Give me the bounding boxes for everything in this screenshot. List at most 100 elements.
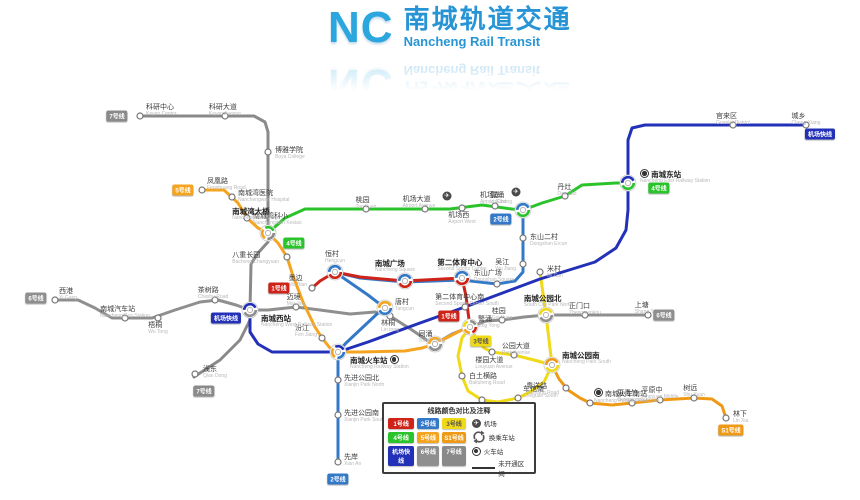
legend-badge: 4号线 — [388, 432, 415, 443]
legend-badge: 1号线 — [388, 418, 415, 429]
transfer-hub-center — [625, 180, 631, 186]
station-dot — [498, 316, 506, 324]
station-dot — [519, 234, 527, 242]
transfer-hub-arc — [242, 302, 258, 318]
transfer-hub-arc — [515, 202, 531, 218]
station-dot — [318, 334, 326, 342]
header-titles: 南城轨道交通 Nancheng Rail Transit — [403, 4, 572, 49]
transfer-hub-arc — [260, 225, 276, 241]
transfer-hub-arc — [620, 175, 636, 191]
transfer-hub-center — [432, 341, 438, 347]
page-title-zh-reflection: 南城轨道交通 — [403, 78, 572, 108]
station-dot — [121, 314, 129, 322]
transfer-hub-arc — [330, 344, 346, 360]
transfer-hub-arc — [427, 336, 443, 352]
page-title-zh: 南城轨道交通 — [403, 4, 572, 34]
transfer-hub-center — [265, 230, 271, 236]
legend-symbol-label: 机场 — [483, 421, 497, 428]
closed-section-line-icon — [471, 467, 496, 469]
transfer-hub-arc — [397, 273, 413, 289]
transfer-hub-center — [335, 349, 341, 355]
station-dot — [493, 280, 501, 288]
legend-symbol-row: 换乘车站 — [472, 430, 530, 444]
station-dot — [514, 394, 522, 402]
transfer-hub-center — [520, 207, 526, 213]
station-dot — [581, 311, 589, 319]
transfer-hub-arc — [538, 307, 554, 323]
transfer-hub-arc — [538, 307, 554, 323]
line-path-lineS1 — [550, 363, 728, 420]
legend-symbol-label: 换乘车站 — [488, 435, 515, 442]
station-dot — [243, 214, 251, 222]
legend-badge: S1号线 — [442, 432, 466, 443]
station-dot — [211, 296, 219, 304]
legend-badge: 机场快线 — [388, 446, 415, 466]
transfer-hub-arc — [544, 357, 560, 373]
transfer-hub-arc — [454, 270, 470, 286]
transfer-hub-center — [467, 324, 473, 330]
station-dot — [690, 394, 698, 402]
line-path-line6 — [53, 298, 650, 346]
station-dot — [154, 314, 162, 322]
legend-symbol-label: 未开通区间 — [498, 461, 525, 478]
station-dot — [458, 372, 466, 380]
station-dot — [722, 414, 730, 422]
station-dot — [519, 260, 527, 268]
station-dot — [191, 370, 199, 378]
legend-badge: 3号线 — [442, 418, 466, 429]
transfer-hub-center — [402, 278, 408, 284]
transfer-hub-arc — [330, 344, 346, 360]
station-dot — [802, 121, 810, 129]
legend-badge: 6号线 — [417, 446, 440, 466]
station-dot — [562, 384, 570, 392]
transfer-hub-arc — [377, 300, 393, 316]
transfer-hub-center — [332, 269, 338, 275]
station-dot — [136, 112, 144, 120]
station-dot — [644, 311, 652, 319]
header-reflection: NC 南城轨道交通 Nancheng Rail Transit — [328, 60, 572, 109]
transfer-hub-arc — [515, 202, 531, 218]
header-titles-reflection: 南城轨道交通 Nancheng Rail Transit — [403, 62, 572, 108]
legend-badge: 2号线 — [417, 418, 440, 429]
transfer-hub-center — [382, 305, 388, 311]
station-dot — [51, 296, 59, 304]
legend-symbols: ✈机场换乘车站火车站未开通区间 — [471, 418, 530, 478]
station-dot — [198, 186, 206, 194]
station-dot — [510, 351, 518, 359]
brand-logo: NC — [328, 3, 394, 52]
transfer-hub-arc — [397, 273, 413, 289]
line-path-line4 — [266, 181, 630, 235]
transfer-hub-arc — [242, 302, 258, 318]
station-dot — [536, 268, 544, 276]
transfer-hub-arc — [620, 175, 636, 191]
transfer-hub-arc — [327, 264, 343, 280]
station-dot — [228, 193, 236, 201]
station-dot — [729, 121, 737, 129]
page-title-en-reflection: Nancheng Rail Transit — [403, 62, 541, 78]
legend-title: 线路颜色对比及注释 — [427, 408, 491, 415]
station-dot — [586, 399, 594, 407]
airport-icon: ✈ — [471, 418, 481, 428]
station-dot — [308, 284, 316, 292]
header: NC 南城轨道交通 Nancheng Rail Transit NC 南城轨道交… — [328, 3, 628, 116]
transfer-hub-arc — [260, 225, 276, 241]
station-dot — [458, 204, 466, 212]
station-dot — [461, 303, 469, 311]
legend-badge: 5号线 — [417, 432, 440, 443]
legend-symbol-row: 未开通区间 — [471, 458, 530, 478]
transfer-station-icon — [473, 430, 485, 444]
station-dot — [488, 348, 496, 356]
transfer-hub-arc — [544, 357, 560, 373]
station-dot — [491, 202, 499, 210]
transfer-hub-arc — [462, 319, 478, 335]
transfer-hub-center — [543, 312, 549, 318]
legend-symbol-row: 火车站 — [471, 446, 530, 456]
transfer-hub-arc — [427, 336, 443, 352]
station-dot — [334, 458, 342, 466]
station-dot — [656, 396, 664, 404]
station-dot — [292, 303, 300, 311]
train-station-icon — [471, 446, 481, 456]
